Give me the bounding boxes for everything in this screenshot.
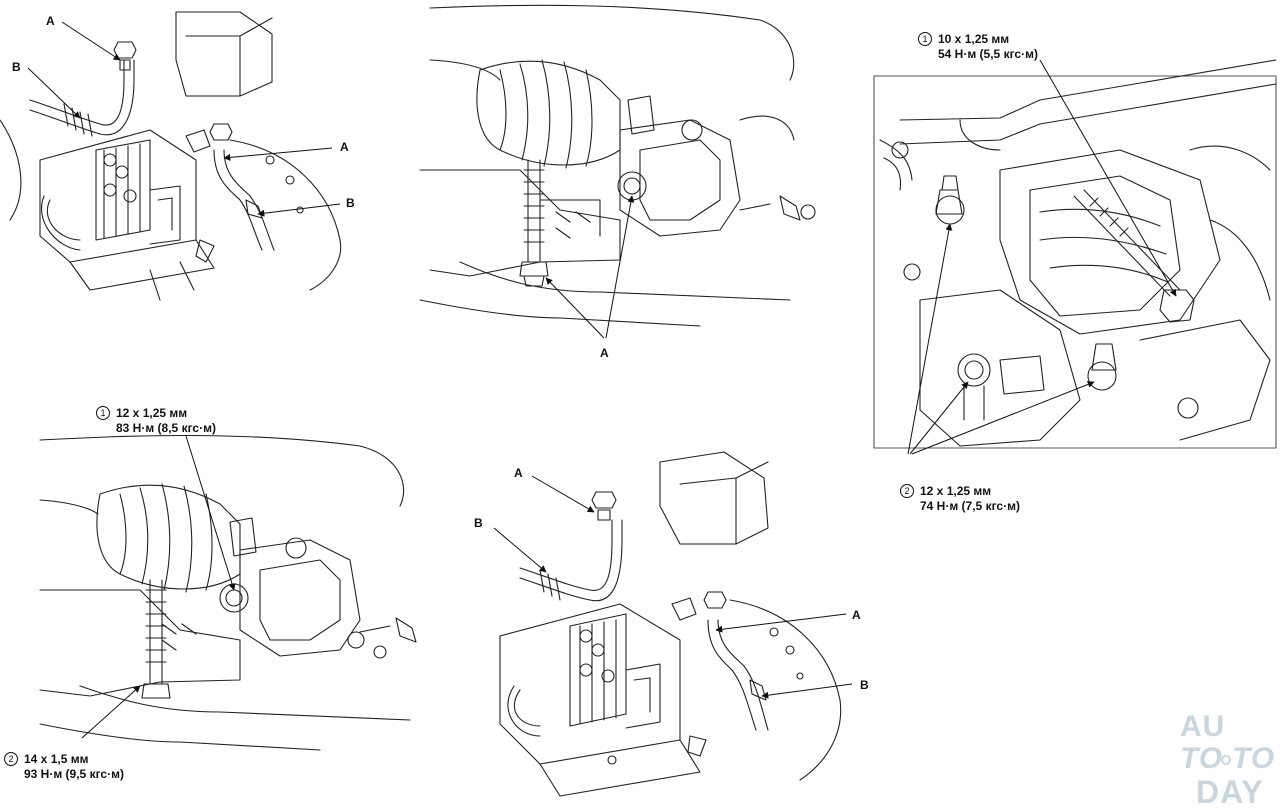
leader-lines [27,21,1177,739]
bolt-size: 12 x 1,25 мм [920,484,992,498]
bolt-size: 12 x 1,25 мм [116,406,188,420]
callout-number-2: 2 [900,484,914,498]
torque-value: 74 Н·м (7,5 кгс·м) [920,499,1020,513]
panel-1-bracket-drawing [0,11,342,301]
panel-3-mount-drawing [873,59,1277,449]
watermark-dot-icon [1221,755,1231,765]
callout-a-p1: A [46,14,55,28]
bolt-size: 14 x 1,5 мм [24,752,89,766]
callout-a2-p1: A [340,140,349,154]
watermark-line-3: DAY [1196,774,1264,810]
panel-4-driveshaft-drawing [39,434,417,751]
callout-a2-p5: A [852,608,861,622]
callout-a-p5: A [514,466,523,480]
spec-p3-top: 1 10 x 1,25 мм 54 Н·м (5,5 кгс·м) [918,32,1038,62]
watermark-line-2b: TO [1232,742,1276,775]
callout-number-1: 1 [96,406,110,420]
callout-b-p1: B [12,60,21,74]
spec-p3-bottom: 2 12 x 1,25 мм 74 Н·м (7,5 кгс·м) [900,484,1020,514]
callout-b2-p1: B [346,196,355,210]
spec-p4-top: 1 12 x 1,25 мм 83 Н·м (8,5 кгс·м) [96,406,216,436]
torque-value: 54 Н·м (5,5 кгс·м) [938,47,1038,61]
watermark-line-1: AU [1180,710,1226,743]
callout-number-1: 1 [918,32,932,46]
watermark-line-2a: TO [1180,742,1224,775]
panel-2-driveshaft-drawing [419,4,816,327]
panel-5-bracket-drawing [499,451,842,797]
callout-b-p5: B [474,516,483,530]
bolt-size: 10 x 1,25 мм [938,32,1010,46]
callout-number-2: 2 [4,752,18,766]
callout-a-p2: A [600,346,609,360]
torque-value: 83 Н·м (8,5 кгс·м) [116,421,216,435]
torque-value: 93 Н·м (9,5 кгс·м) [24,767,124,781]
spec-p4-bottom: 2 14 x 1,5 мм 93 Н·м (9,5 кгс·м) [4,752,124,782]
callout-b2-p5: B [860,678,869,692]
